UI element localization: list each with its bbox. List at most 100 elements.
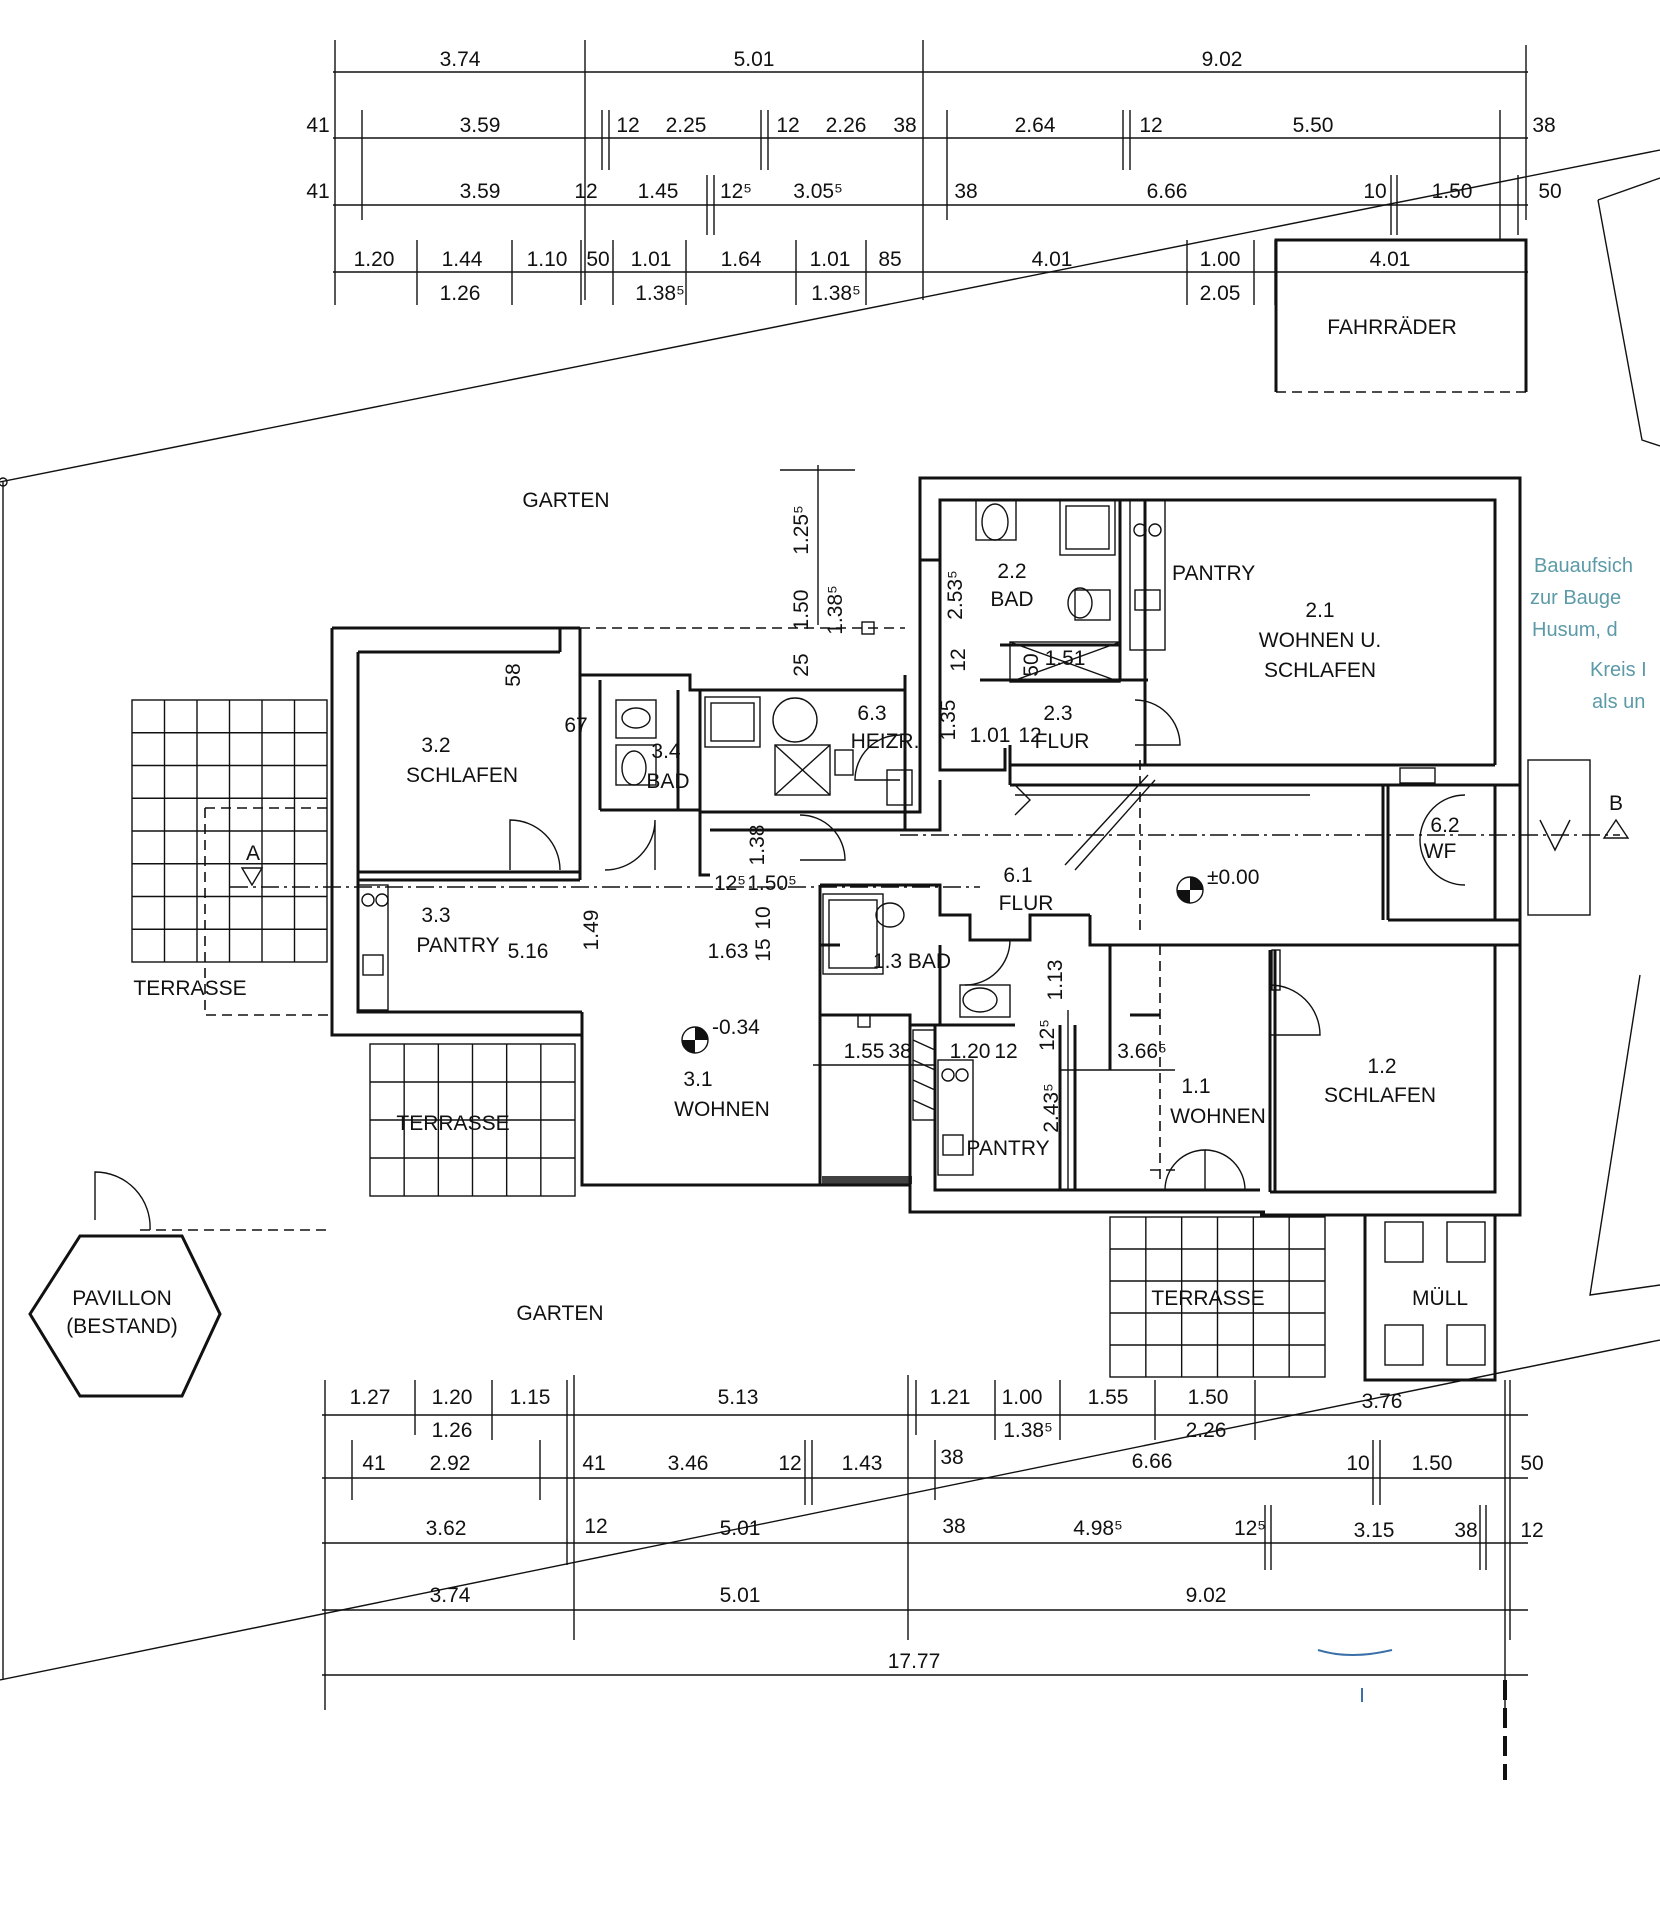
svg-text:1.01: 1.01 — [631, 248, 672, 271]
svg-text:5.01: 5.01 — [720, 1584, 761, 1607]
svg-text:2.26: 2.26 — [1186, 1419, 1227, 1442]
ink-marks — [1317, 1649, 1507, 1780]
fahrraeder-label: FAHRRÄDER — [1327, 316, 1457, 339]
svg-text:58: 58 — [502, 663, 525, 686]
svg-text:1.63: 1.63 — [708, 940, 749, 963]
svg-text:1.25⁵: 1.25⁵ — [790, 505, 813, 555]
svg-text:1.15: 1.15 — [510, 1386, 551, 1409]
svg-text:1.20: 1.20 — [432, 1386, 473, 1409]
svg-text:1.27: 1.27 — [350, 1386, 391, 1409]
svg-text:5.01: 5.01 — [734, 48, 775, 71]
room-2-1-line2: SCHLAFEN — [1264, 659, 1376, 682]
room-1-2-number: 1.2 — [1367, 1055, 1396, 1078]
svg-text:3.59: 3.59 — [460, 114, 501, 137]
stamp-line-2: zur Bauge — [1530, 587, 1621, 609]
svg-text:50: 50 — [1538, 180, 1561, 203]
svg-text:6.66: 6.66 — [1147, 180, 1188, 203]
svg-text:5.50: 5.50 — [1293, 114, 1334, 137]
svg-text:1.50⁵: 1.50⁵ — [747, 872, 797, 895]
room-3-4-number: 3.4 — [651, 740, 681, 763]
boundary-point — [0, 477, 8, 487]
section-b-label: B — [1609, 792, 1623, 815]
section-and-hidden-lines — [140, 627, 1620, 1231]
svg-text:4.01: 4.01 — [1032, 248, 1073, 271]
svg-text:3.59: 3.59 — [460, 180, 501, 203]
svg-text:1.00: 1.00 — [1200, 248, 1241, 271]
terrasse-right-label: TERRASSE — [1151, 1287, 1264, 1310]
room-3-1-name: WOHNEN — [674, 1098, 770, 1121]
svg-text:41: 41 — [306, 114, 329, 137]
svg-text:1.21: 1.21 — [930, 1386, 971, 1409]
svg-text:41: 41 — [306, 180, 329, 203]
svg-text:1.55: 1.55 — [1088, 1386, 1129, 1409]
svg-text:3.76: 3.76 — [1362, 1390, 1403, 1413]
section-a-label: A — [246, 842, 260, 865]
svg-text:12: 12 — [994, 1040, 1017, 1063]
pantry-top-label: PANTRY — [1172, 562, 1255, 585]
room-6-3-name: HEIZR. — [851, 730, 920, 753]
stamp-line-3: Husum, d — [1532, 619, 1618, 641]
svg-text:2.26: 2.26 — [826, 114, 867, 137]
room-2-1-number: 2.1 — [1305, 599, 1334, 622]
svg-text:2.64: 2.64 — [1015, 114, 1056, 137]
svg-text:38: 38 — [888, 1040, 911, 1063]
svg-text:12⁵: 12⁵ — [714, 872, 746, 895]
garten-bottom-label: GARTEN — [516, 1302, 603, 1325]
svg-text:50: 50 — [1020, 653, 1043, 676]
svg-text:3.66⁵: 3.66⁵ — [1117, 1040, 1167, 1063]
svg-text:2.25: 2.25 — [666, 114, 707, 137]
svg-text:1.50: 1.50 — [1412, 1452, 1453, 1475]
svg-text:25: 25 — [790, 653, 813, 676]
fixtures — [357, 499, 1436, 1184]
svg-text:9.02: 9.02 — [1202, 48, 1243, 71]
property-lines — [0, 149, 1660, 1681]
level-1-label: -0.34 — [712, 1016, 760, 1039]
svg-text:1.50: 1.50 — [790, 590, 813, 631]
svg-text:12: 12 — [1018, 724, 1041, 747]
room-3-4-name: BAD — [646, 770, 689, 793]
level-0-label: ±0.00 — [1207, 866, 1259, 889]
terrasse-left-label: TERRASSE — [133, 977, 246, 1000]
svg-text:1.38⁵: 1.38⁵ — [824, 585, 847, 635]
svg-text:1.50: 1.50 — [1188, 1386, 1229, 1409]
svg-text:12⁵: 12⁵ — [1036, 1019, 1059, 1051]
svg-text:50: 50 — [586, 248, 609, 271]
dimension-chains-bottom — [322, 1375, 1528, 1710]
svg-text:1.44: 1.44 — [442, 248, 483, 271]
room-1-2-name: SCHLAFEN — [1324, 1084, 1436, 1107]
svg-text:1.01: 1.01 — [810, 248, 851, 271]
svg-text:1.20: 1.20 — [354, 248, 395, 271]
stamp-line-4: Kreis I — [1590, 659, 1647, 681]
neighbor-edge-2 — [1597, 199, 1660, 447]
svg-text:3.05⁵: 3.05⁵ — [793, 180, 843, 203]
svg-text:9.02: 9.02 — [1186, 1584, 1227, 1607]
room-1-1-name: WOHNEN — [1170, 1105, 1266, 1128]
svg-text:12: 12 — [574, 180, 597, 203]
svg-text:1.49: 1.49 — [580, 910, 603, 951]
svg-text:85: 85 — [878, 248, 901, 271]
svg-text:1.20: 1.20 — [950, 1040, 991, 1063]
svg-text:10: 10 — [1346, 1452, 1369, 1475]
room-6-1-name: FLUR — [999, 892, 1054, 915]
svg-text:6.66: 6.66 — [1132, 1450, 1173, 1473]
room-3-2-name: SCHLAFEN — [406, 764, 518, 787]
svg-text:1.50: 1.50 — [1432, 180, 1473, 203]
svg-text:12: 12 — [778, 1452, 801, 1475]
dimension-texts-bottom: 1.27 1.20 1.15 5.13 1.21 1.00 1.55 1.50 … — [350, 1386, 1544, 1673]
svg-text:4.01: 4.01 — [1370, 248, 1411, 271]
room-3-3-number: 3.3 — [421, 904, 450, 927]
svg-text:41: 41 — [362, 1452, 385, 1475]
boundary-line-south — [0, 1339, 1660, 1681]
svg-text:12: 12 — [616, 114, 639, 137]
neighbor-edge-3 — [1589, 974, 1660, 1296]
svg-text:1.01: 1.01 — [970, 724, 1011, 747]
svg-text:1.13: 1.13 — [1044, 960, 1067, 1001]
svg-text:1.45: 1.45 — [638, 180, 679, 203]
svg-text:1.55: 1.55 — [844, 1040, 885, 1063]
neighbor-edge-1 — [1597, 177, 1660, 201]
svg-text:12⁵: 12⁵ — [720, 180, 752, 203]
svg-text:5.01: 5.01 — [720, 1517, 761, 1540]
svg-text:1.35: 1.35 — [937, 700, 960, 741]
svg-text:1.64: 1.64 — [721, 248, 762, 271]
room-2-2-number: 2.2 — [997, 560, 1026, 583]
